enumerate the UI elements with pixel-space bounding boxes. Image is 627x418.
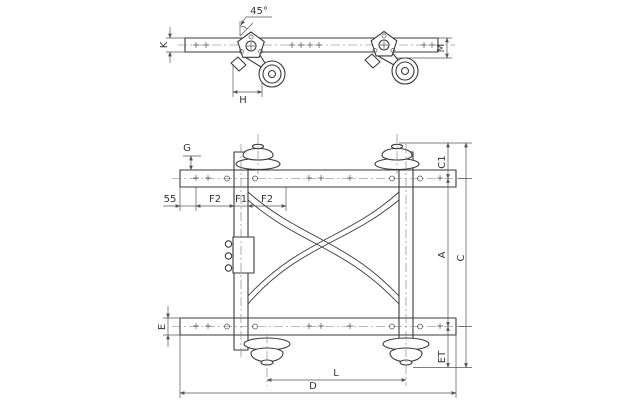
rail-and-unit-centerlines — [240, 134, 407, 386]
right-bolt-3 — [372, 48, 378, 53]
bracket-bolt-2 — [224, 252, 233, 260]
left-bolt-2 — [258, 49, 263, 54]
dimension-h: H — [232, 64, 263, 106]
d-label: D — [309, 381, 317, 392]
bolt — [389, 175, 395, 182]
bolt — [417, 175, 423, 182]
angle-leader — [240, 16, 272, 26]
dimension-k: K — [159, 27, 185, 63]
bolt — [224, 323, 230, 330]
bottom-beam-hole-marks — [193, 323, 443, 329]
hose-3 — [247, 191, 400, 297]
f2-left-label: F2 — [209, 194, 221, 205]
hose-4 — [247, 199, 400, 305]
left-caster-assembly — [230, 31, 286, 88]
left-bracket — [224, 236, 255, 274]
left-wheel-rim — [262, 64, 282, 84]
e-label: E — [157, 324, 168, 330]
left-bolt-1 — [248, 34, 254, 40]
right-swivel-bearing — [378, 39, 390, 51]
left-bolt-3 — [239, 49, 244, 54]
right-bolt-1 — [381, 33, 387, 39]
k-label: K — [159, 41, 170, 48]
right-center-cross — [380, 41, 388, 49]
dim-55-label: 55 — [164, 194, 177, 205]
dimension-m: M — [397, 37, 452, 59]
left-brake-pad — [230, 56, 247, 72]
d-extension-lines — [179, 335, 457, 398]
right-wheel-rim — [395, 61, 415, 81]
a-label: A — [437, 251, 448, 258]
bolt — [389, 323, 395, 330]
bracket-plate — [232, 236, 255, 274]
l-label: L — [333, 368, 339, 379]
right-caster-assembly — [364, 30, 419, 85]
m-extension-lines — [397, 37, 452, 59]
right-rail — [398, 151, 414, 351]
dimension-e: E — [157, 306, 180, 347]
beam-centerlines — [172, 178, 464, 327]
right-wheel-hub — [400, 66, 410, 76]
left-center-cross — [247, 42, 255, 50]
bolt — [252, 323, 258, 330]
dimension-right-stack: C1 A ET C — [399, 142, 472, 368]
dimension-d: D — [179, 335, 457, 398]
junction-bolts — [224, 175, 423, 330]
c-label: C — [456, 254, 467, 261]
angle-construction-lines — [239, 21, 254, 37]
f2-right-label: F2 — [261, 194, 273, 205]
bolt — [417, 323, 423, 330]
left-swivel-bearing — [245, 40, 257, 52]
axle-beam — [184, 37, 439, 53]
beam-hole-marks — [193, 42, 435, 48]
m-label: M — [436, 44, 447, 53]
hose-1 — [247, 191, 400, 297]
right-brake-pad — [364, 53, 381, 69]
bracket-bolt-3 — [224, 264, 233, 272]
top-beam-hole-marks — [193, 175, 443, 181]
g-label: G — [183, 143, 191, 154]
f1-label: F1 — [235, 194, 247, 205]
bracket-bolt-1 — [224, 240, 233, 248]
hose-2 — [247, 199, 400, 305]
bolt — [252, 175, 258, 182]
dimension-l: L — [266, 368, 407, 382]
angle-label: 45° — [250, 6, 268, 17]
dimension-chain-f: 55 F2 F1 F2 — [163, 187, 287, 211]
et-label: ET — [437, 350, 448, 363]
angle-annotation: 45° — [239, 6, 272, 37]
dimension-g: G — [183, 143, 201, 171]
c1-label: C1 — [437, 155, 448, 168]
h-label: H — [239, 95, 247, 106]
e-extension-lines — [163, 317, 180, 336]
angle-arc — [239, 25, 248, 30]
side-view: 45° K M H — [159, 6, 455, 106]
bolt — [224, 175, 230, 182]
crossing-hoses — [247, 191, 400, 305]
left-wheel-hub — [267, 69, 277, 79]
right-bolt-2 — [390, 48, 396, 53]
plan-view: G 55 F2 F1 F2 C1 A ET C — [157, 134, 472, 398]
